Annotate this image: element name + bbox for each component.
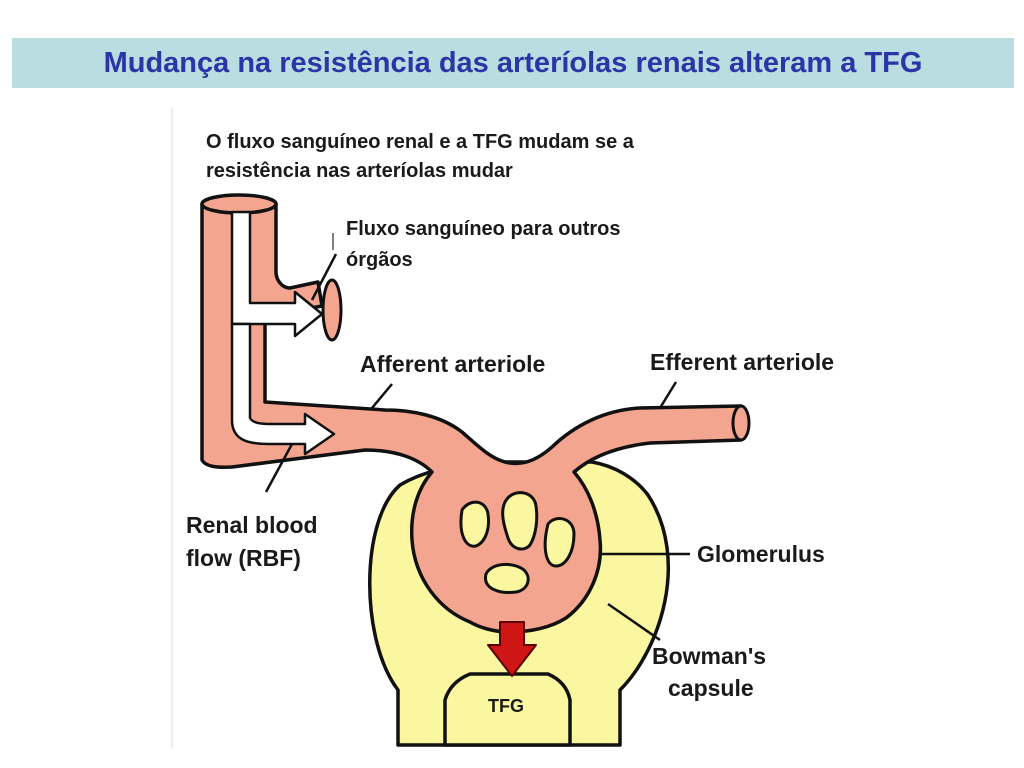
leader-afferent: [371, 383, 393, 409]
intro-line-2: resistência nas arteríolas mudar: [206, 160, 513, 182]
efferent-label: Efferent arteriole: [650, 349, 834, 375]
leader-rbf: [264, 443, 294, 493]
leader-other-organs: [310, 253, 338, 301]
rbf-label-line-1: Renal blood: [186, 512, 318, 538]
capsule-opening: [443, 672, 572, 747]
tfg-label: TFG: [488, 696, 524, 716]
glomerulus-space-3: [543, 517, 576, 568]
branch-opening: [321, 278, 343, 342]
flow-arrow-branch: [230, 210, 324, 338]
leader-efferent: [658, 381, 678, 409]
other-organs-line-2: órgãos: [346, 249, 413, 271]
intro-line-1: O fluxo sanguíneo renal e a TFG mudam se…: [206, 131, 635, 153]
afferent-label: Afferent arteriole: [360, 351, 545, 377]
other-organs-line-1: Fluxo sanguíneo para outros: [346, 218, 620, 240]
title-bar: Mudança na resistência das arteríolas re…: [12, 38, 1014, 88]
efferent-outlet: [731, 404, 751, 442]
leader-bowman: [607, 602, 661, 642]
glomerulus-label: Glomerulus: [697, 541, 825, 567]
page-title: Mudança na resistência das arteríolas re…: [103, 46, 923, 79]
glomerulus-space-2: [501, 491, 539, 551]
filtration-arrow: [487, 621, 537, 677]
bowman-label-line-2: capsule: [668, 675, 754, 701]
rbf-label-line-2: flow (RBF): [186, 545, 301, 571]
flow-arrow-afferent: [230, 322, 336, 456]
vessel-top-opening: [200, 193, 278, 215]
glomerulus-space-4: [484, 563, 530, 594]
glomerulus-space-1: [459, 500, 490, 548]
bowman-label-line-1: Bowman's: [652, 643, 766, 669]
